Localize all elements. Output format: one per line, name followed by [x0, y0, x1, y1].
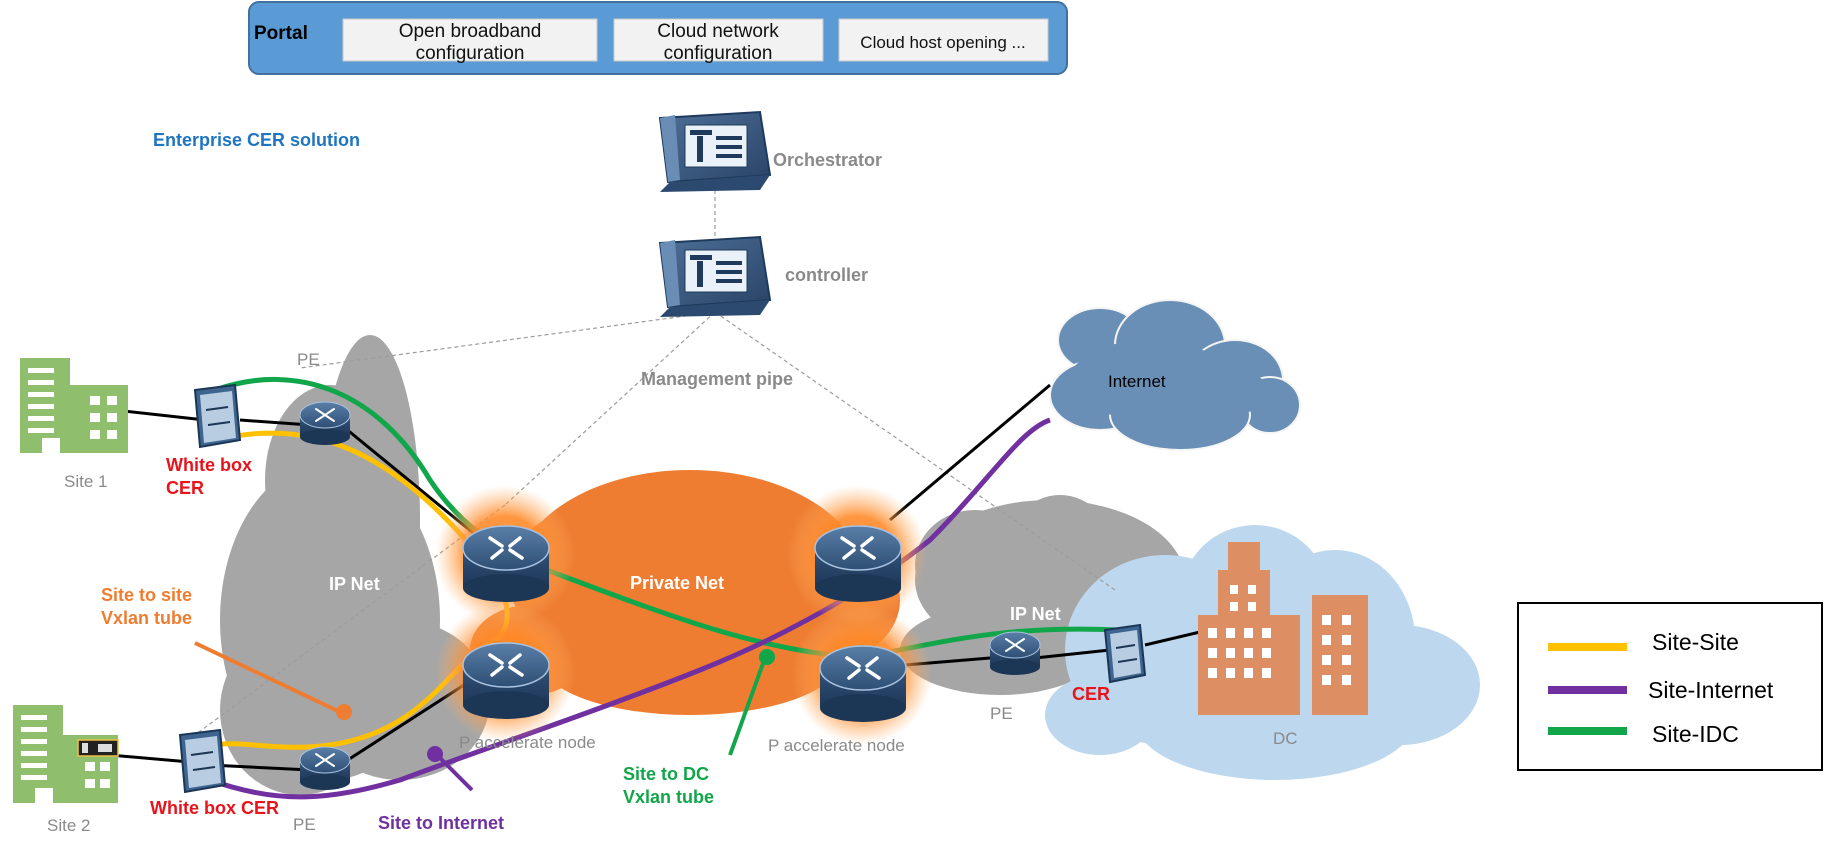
callout-site-to-site	[194, 641, 352, 720]
private-net-label: Private Net	[630, 573, 724, 593]
solution-title: Enterprise CER solution	[153, 130, 360, 150]
site-idc-path	[214, 376, 1121, 661]
ip-net-right-label: IP Net	[1010, 604, 1061, 624]
legend-label-site-site: Site-Site	[1652, 629, 1739, 655]
management-pipe-label: Management pipe	[641, 369, 793, 389]
cer-right-label: CER	[1072, 684, 1110, 704]
site-to-dc-label-line2: Vxlan tube	[623, 787, 714, 807]
portal-button-cloud-host[interactable]: Cloud host opening ...	[838, 18, 1049, 62]
p-accelerate-node-right-label: P accelerate node	[768, 736, 905, 755]
pe-router-bottom-icon	[299, 746, 351, 790]
site-to-site-label-line2: Vxlan tube	[101, 608, 192, 628]
ip-net-left-label: IP Net	[329, 574, 380, 594]
pe-right-label: PE	[990, 704, 1013, 723]
site2-label: Site 2	[47, 816, 90, 835]
white-box-cer-top-label-line1: White box	[166, 455, 252, 475]
legend-label-site-internet: Site-Internet	[1648, 677, 1774, 703]
callout-site-to-internet	[427, 746, 474, 792]
portal-button-broadband[interactable]: Open broadband configuration	[342, 18, 598, 64]
white-box-cer-top-icon	[193, 383, 242, 449]
controller-monitor-icon	[658, 235, 772, 317]
site-to-site-label-line1: Site to site	[101, 585, 192, 605]
p-router-top-left-icon	[435, 485, 575, 625]
pe-bottom-label: PE	[293, 815, 316, 834]
p-accelerate-node-left-label: P accelerate node	[459, 733, 596, 752]
portal-button-broadband-label: Open broadband	[399, 21, 542, 42]
dc-label: DC	[1273, 729, 1298, 748]
site-to-dc-label-line1: Site to DC	[623, 764, 709, 784]
p-router-bottom-right-icon	[792, 605, 932, 745]
pe-top-label: PE	[297, 350, 320, 369]
legend-label-site-idc: Site-IDC	[1652, 721, 1739, 747]
p-router-bottom-left-icon	[435, 602, 575, 742]
white-box-cer-top-label-line2: CER	[166, 478, 204, 498]
cer-right-icon	[1103, 623, 1147, 684]
callout-site-to-dc	[728, 649, 775, 756]
portal-button-cloud-network[interactable]: Cloud network configuration	[613, 18, 824, 64]
internet-label: Internet	[1108, 372, 1166, 391]
site-internet-path	[209, 417, 1051, 800]
legend-item-site-site: Site-Site	[1548, 629, 1739, 655]
site1-label: Site 1	[64, 472, 107, 491]
site-to-internet-label: Site to Internet	[378, 813, 504, 833]
white-box-cer-bottom-label: White box CER	[150, 798, 279, 818]
pe-router-right-icon	[989, 631, 1041, 675]
cloud-internet	[1049, 299, 1301, 451]
site2-building-icon	[13, 705, 119, 803]
pe-router-top-icon	[299, 401, 351, 445]
legend: Site-Site Site-Internet Site-IDC	[1517, 602, 1823, 771]
white-box-cer-bottom-icon	[178, 728, 227, 794]
legend-item-site-idc: Site-IDC	[1548, 721, 1739, 747]
portal-button-cloud-network-label2: configuration	[664, 43, 773, 64]
portal-button-cloud-network-label: Cloud network	[657, 21, 779, 42]
portal-bar: Portal Open broadband configuration Clou…	[248, 1, 1068, 75]
portal-button-broadband-label2: configuration	[416, 43, 525, 64]
portal-title: Portal	[254, 23, 308, 44]
controller-label: controller	[785, 265, 868, 285]
orchestrator-monitor-icon	[658, 110, 772, 192]
portal-button-cloud-host-label: Cloud host opening ...	[860, 33, 1025, 52]
p-router-top-right-icon	[787, 485, 927, 625]
orchestrator-label: Orchestrator	[773, 150, 882, 170]
dc-building-icon	[1198, 542, 1368, 715]
legend-item-site-internet: Site-Internet	[1548, 677, 1774, 703]
site1-building-icon	[20, 358, 128, 453]
